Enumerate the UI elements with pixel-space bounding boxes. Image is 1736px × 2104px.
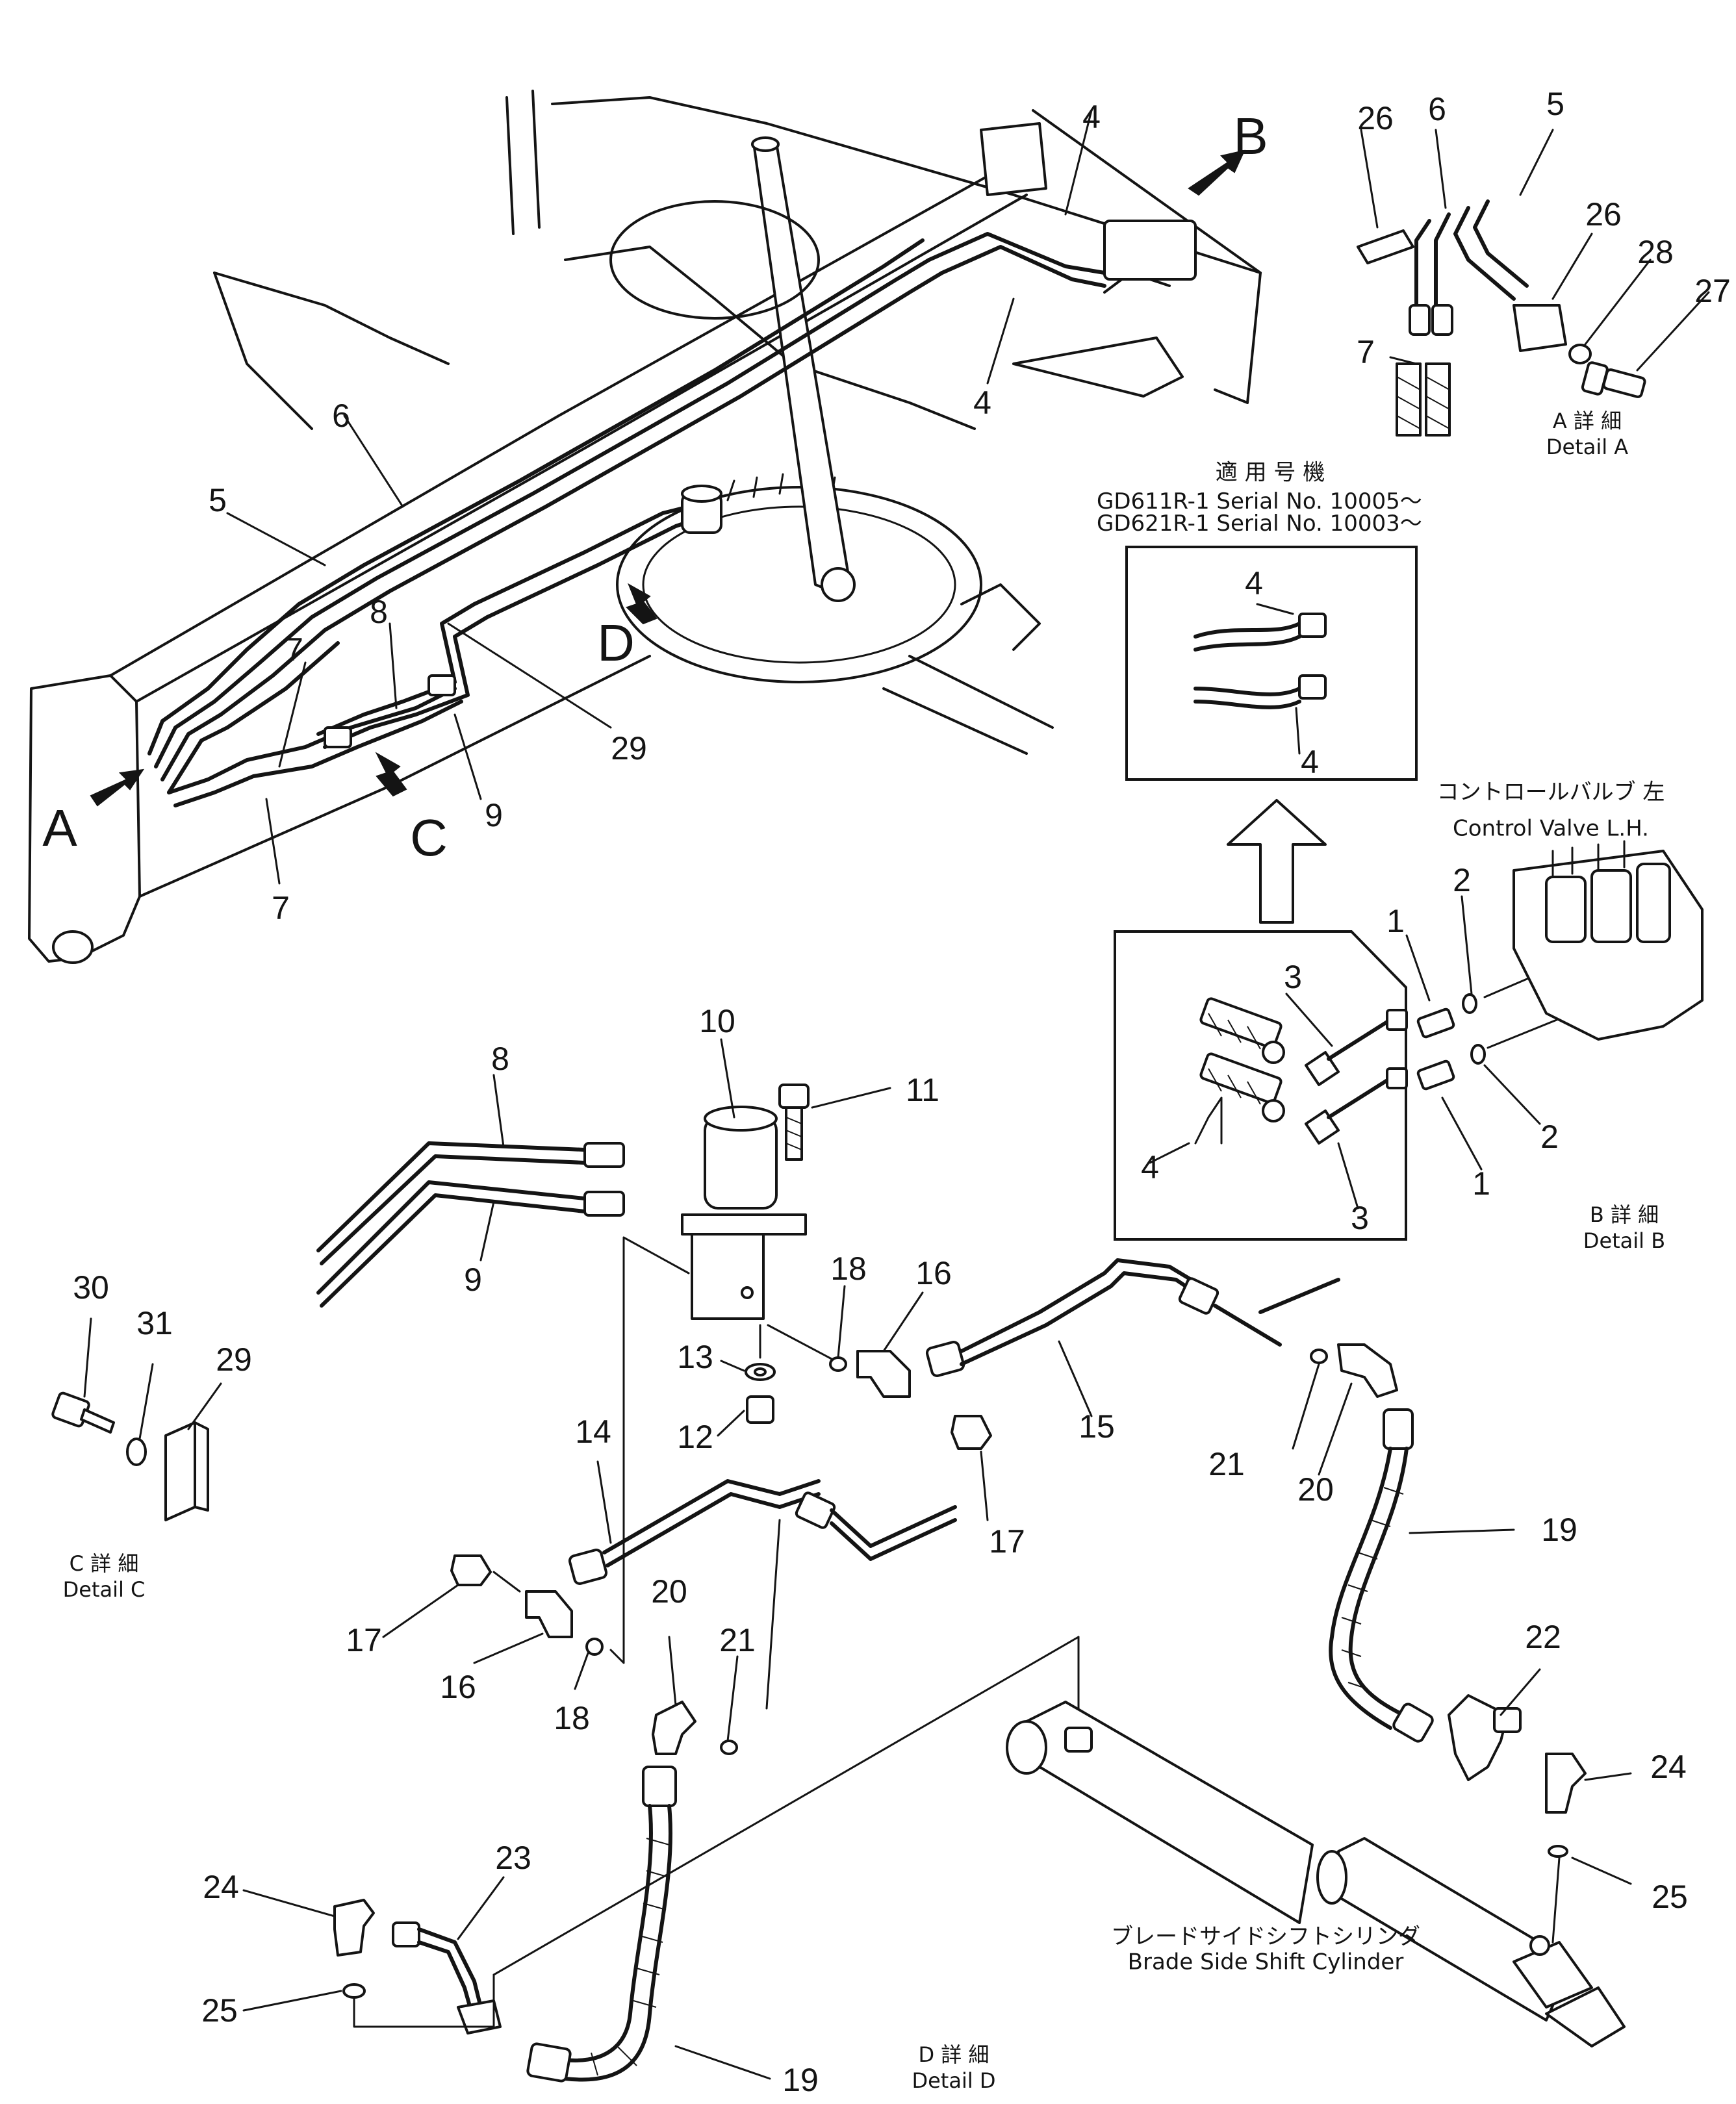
callout-2: 2 xyxy=(1453,862,1471,898)
callout-25: 25 xyxy=(1652,1879,1688,1915)
serial-line-2: GD621R-1 Serial No. 10003～ xyxy=(1097,511,1422,537)
callout-2: 2 xyxy=(1540,1119,1559,1155)
callout-4: 4 xyxy=(1082,99,1101,135)
callout-26: 26 xyxy=(1357,100,1394,136)
callout-21: 21 xyxy=(719,1622,756,1658)
callout-23: 23 xyxy=(495,1840,531,1876)
callout-17: 17 xyxy=(346,1622,382,1658)
callout-7: 7 xyxy=(285,631,303,668)
detail-d-drawing xyxy=(242,1460,1080,2083)
callout-27: 27 xyxy=(1694,273,1731,309)
view-label-b: B xyxy=(1233,107,1268,165)
callout-6: 6 xyxy=(332,398,350,434)
callout-9: 9 xyxy=(464,1261,482,1298)
callout-1: 1 xyxy=(1386,903,1405,939)
cylinder-caption-jp: ブレードサイドシフトシリンダ xyxy=(1111,1923,1420,1950)
view-label-c: C xyxy=(410,809,448,867)
callout-25: 25 xyxy=(201,1992,238,2029)
callout-20: 20 xyxy=(1297,1471,1334,1508)
callout-19: 19 xyxy=(1541,1512,1577,1548)
callout-22: 22 xyxy=(1525,1619,1561,1655)
view-label-d: D xyxy=(597,614,635,672)
callout-7: 7 xyxy=(1357,334,1375,370)
callout-28: 28 xyxy=(1637,234,1674,270)
callout-4: 4 xyxy=(1245,565,1263,602)
serial-line-1: GD611R-1 Serial No. 10005～ xyxy=(1097,488,1422,514)
detail-c-caption: C 詳 細 Detail C xyxy=(63,1551,146,1603)
detail-c-drawing xyxy=(51,1317,222,1521)
callout-8: 8 xyxy=(370,594,388,630)
callout-31: 31 xyxy=(136,1305,173,1341)
callout-24: 24 xyxy=(1650,1749,1687,1785)
callout-11: 11 xyxy=(906,1072,939,1108)
callout-18: 18 xyxy=(554,1700,590,1736)
callout-4: 4 xyxy=(1141,1149,1159,1185)
blade-side-shift-cylinder-drawing xyxy=(1006,1701,1626,2047)
callout-13: 13 xyxy=(677,1339,713,1375)
callout-15: 15 xyxy=(1079,1408,1115,1445)
callout-26: 26 xyxy=(1585,196,1622,233)
callout-5: 5 xyxy=(1546,86,1564,122)
control-valve-en: Control Valve L.H. xyxy=(1453,815,1649,842)
callout-9: 9 xyxy=(485,797,503,833)
callout-4: 4 xyxy=(1301,744,1319,780)
detail-d-caption-jp: D 詳 細 xyxy=(918,2042,989,2067)
callout-29: 29 xyxy=(216,1341,252,1378)
callout-1: 1 xyxy=(1472,1165,1490,1202)
callout-20: 20 xyxy=(651,1573,687,1610)
detail-b-drawing xyxy=(1114,840,1704,1241)
main-assembly-view xyxy=(28,90,1262,964)
callout-18: 18 xyxy=(830,1250,867,1287)
serial-applicability-box xyxy=(1125,546,1418,781)
callout-19: 19 xyxy=(782,2062,819,2098)
detail-d-caption: D 詳 細 Detail D xyxy=(912,2042,995,2094)
callout-4: 4 xyxy=(973,385,991,421)
detail-b-caption: B 詳 細 Detail B xyxy=(1583,1202,1665,1254)
detail-d-caption-en: Detail D xyxy=(912,2068,996,2093)
detail-a-caption-en: Detail A xyxy=(1546,435,1629,459)
callout-6: 6 xyxy=(1428,91,1446,127)
detail-c-caption-en: Detail C xyxy=(62,1577,146,1602)
callout-12: 12 xyxy=(677,1419,713,1455)
callout-30: 30 xyxy=(73,1269,109,1306)
callout-16: 16 xyxy=(915,1255,952,1291)
callout-17: 17 xyxy=(989,1523,1025,1560)
cylinder-caption-en: Brade Side Shift Cylinder xyxy=(1127,1949,1404,1975)
callout-8: 8 xyxy=(491,1041,509,1077)
callout-3: 3 xyxy=(1351,1200,1369,1236)
callout-5: 5 xyxy=(209,482,227,518)
control-valve-jp: コントロールバルブ 左 xyxy=(1436,779,1665,805)
detail-c-caption-jp: C 詳 細 xyxy=(69,1551,139,1576)
view-label-a: A xyxy=(42,799,77,857)
callout-7: 7 xyxy=(272,890,290,926)
callout-16: 16 xyxy=(440,1669,476,1705)
detail-motor-lines xyxy=(316,1038,1632,1944)
detail-b-caption-en: Detail B xyxy=(1583,1228,1666,1253)
callout-10: 10 xyxy=(699,1003,735,1039)
detail-a-caption: A 詳 細 Detail A xyxy=(1546,408,1628,460)
up-arrow xyxy=(1227,799,1327,924)
callout-24: 24 xyxy=(203,1869,239,1905)
serial-heading: 適 用 号 機 xyxy=(1215,459,1325,486)
callout-3: 3 xyxy=(1284,959,1302,995)
detail-a-caption-jp: A 詳 細 xyxy=(1552,409,1622,433)
callout-14: 14 xyxy=(575,1413,611,1450)
detail-a-drawing xyxy=(1357,129,1710,437)
callout-29: 29 xyxy=(611,730,647,767)
callout-21: 21 xyxy=(1208,1446,1245,1482)
detail-b-caption-jp: B 詳 細 xyxy=(1589,1202,1659,1227)
